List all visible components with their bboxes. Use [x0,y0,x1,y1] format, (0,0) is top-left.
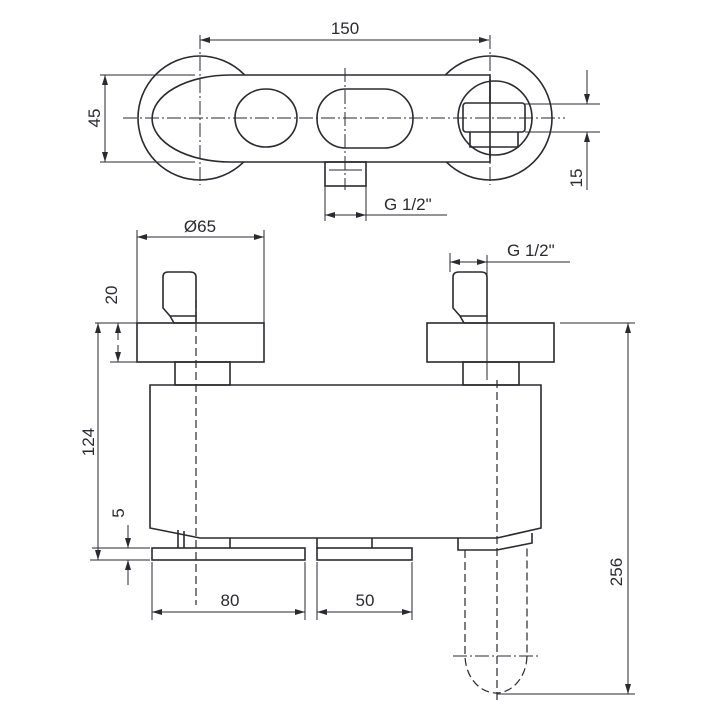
front-view: Ø65 G 1/2" 20 124 5 80 50 256 [79,217,635,700]
dim-50: 50 [356,591,375,610]
spout-tube [464,548,528,694]
right-handle-plate [316,547,413,561]
dim-20: 20 [102,286,121,305]
right-inlet-fitting [452,271,488,317]
dim-15: 15 [567,169,586,188]
dim-150: 150 [331,19,359,38]
right-nut [462,361,520,386]
right-flange [426,322,555,363]
mixer-body [149,384,542,539]
dim-flange-diameter: Ø65 [184,217,216,236]
top-view: 150 45 15 G 1/2" [85,19,600,221]
dim-256: 256 [607,558,626,586]
dim-outlet-thread: G 1/2" [384,195,432,214]
left-nut [174,361,231,386]
dim-124: 124 [79,428,98,456]
left-inlet-fitting [162,271,197,317]
left-flange [136,322,265,363]
dim-inlet-thread: G 1/2" [507,241,555,260]
left-handle-plate [151,547,306,561]
spout-base [457,533,533,551]
dim-45: 45 [85,109,104,128]
dim-80: 80 [221,591,240,610]
dim-5: 5 [109,508,128,517]
